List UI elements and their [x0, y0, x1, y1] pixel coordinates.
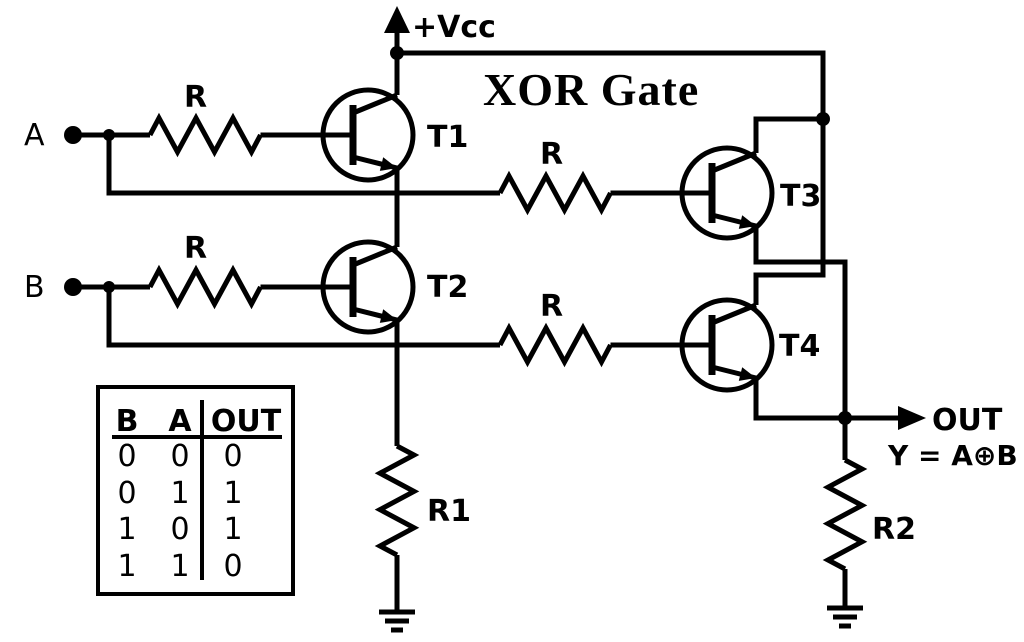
junction-dot [816, 112, 830, 126]
vcc-label: +Vcc [412, 10, 496, 45]
t4-emitter-arrow-icon [738, 367, 756, 381]
transistor-t3: T3 [679, 145, 821, 241]
cell-out: 0 [223, 439, 242, 474]
output-equation: Y = A⊕B [887, 439, 1018, 472]
truth-table-row: 1 1 0 [117, 549, 242, 584]
t4-emitter-wire [753, 378, 845, 421]
input-a-branch-wire [106, 135, 500, 196]
vcc-rail: +Vcc [384, 6, 830, 305]
vcc-top-rail-wire [397, 50, 826, 305]
input-b-label: B [24, 270, 45, 305]
cell-b: 1 [117, 512, 136, 547]
cell-a: 0 [170, 512, 189, 547]
t4-collector-lead [711, 302, 757, 326]
resistor-base-a-label: R [184, 80, 207, 115]
cell-b: 1 [117, 549, 136, 584]
t3-base-resistor-row: R [497, 137, 682, 216]
transistor-t4-label: T4 [779, 329, 820, 364]
resistor-base-b-label: R [184, 231, 207, 266]
truth-table: B A OUT 0 0 0 0 1 1 1 0 1 1 1 0 [96, 385, 295, 596]
truth-table-header-b: B [116, 404, 139, 439]
t3-collector-branch-wire [753, 116, 823, 153]
output-arrow-icon [898, 406, 926, 430]
resistor-base-t4-label: R [540, 289, 563, 324]
t2-collector-lead [352, 244, 398, 268]
transistor-t1-label: T1 [427, 120, 468, 155]
resistor-r1-group: R1 [374, 443, 471, 633]
t3-collector-lead [711, 150, 757, 174]
output-node: OUT Y = A⊕B [838, 403, 1018, 472]
t2-emitter-arrow-icon [379, 309, 397, 323]
vcc-arrow-icon [384, 6, 410, 33]
input-b: B R [24, 231, 500, 348]
truth-table-row: 0 1 1 [117, 476, 242, 511]
cell-b: 0 [117, 439, 136, 474]
resistor-r2-label: R2 [872, 512, 916, 547]
resistor-base-t4 [497, 322, 613, 368]
ground-icon [827, 605, 863, 629]
truth-table-row: 0 0 0 [117, 439, 242, 474]
input-a-label: A [24, 118, 45, 153]
input-a: A R [24, 80, 500, 196]
cell-a: 1 [170, 476, 189, 511]
output-label: OUT [932, 403, 1003, 438]
truth-table-border [96, 385, 295, 596]
resistor-base-a [147, 112, 263, 158]
resistor-r2 [822, 457, 868, 572]
t3-emitter-arrow-icon [738, 215, 756, 229]
resistor-base-t3-label: R [540, 137, 563, 172]
transistor-t4: T4 [679, 297, 820, 393]
resistor-r1-label: R1 [427, 494, 471, 529]
t1-emitter-arrow-icon [379, 157, 397, 171]
cell-out: 0 [223, 549, 242, 584]
t4-base-resistor-row: R [497, 289, 682, 368]
transistor-t1: T1 [320, 87, 468, 183]
resistor-r2-group: R2 [822, 418, 916, 629]
junction-dot [390, 46, 404, 60]
t3-emitter-wire [753, 226, 848, 418]
transistor-t2: T2 [320, 239, 468, 335]
cell-a: 1 [170, 549, 189, 584]
resistor-base-t3 [497, 170, 613, 216]
resistor-r1 [374, 443, 420, 558]
transistor-t3-label: T3 [780, 179, 821, 214]
cell-out: 1 [223, 512, 242, 547]
truth-table-row: 1 0 1 [117, 512, 242, 547]
transistor-t2-label: T2 [427, 270, 468, 305]
resistor-base-b [147, 264, 263, 310]
t1-collector-lead [352, 92, 398, 116]
truth-table-header-a: A [168, 404, 192, 439]
diagram-title: XOR Gate [483, 64, 699, 115]
input-b-branch-wire [106, 287, 500, 348]
cell-out: 1 [223, 476, 242, 511]
cell-b: 0 [117, 476, 136, 511]
cell-a: 0 [170, 439, 189, 474]
truth-table-header-out: OUT [211, 404, 282, 439]
ground-icon [379, 609, 415, 633]
